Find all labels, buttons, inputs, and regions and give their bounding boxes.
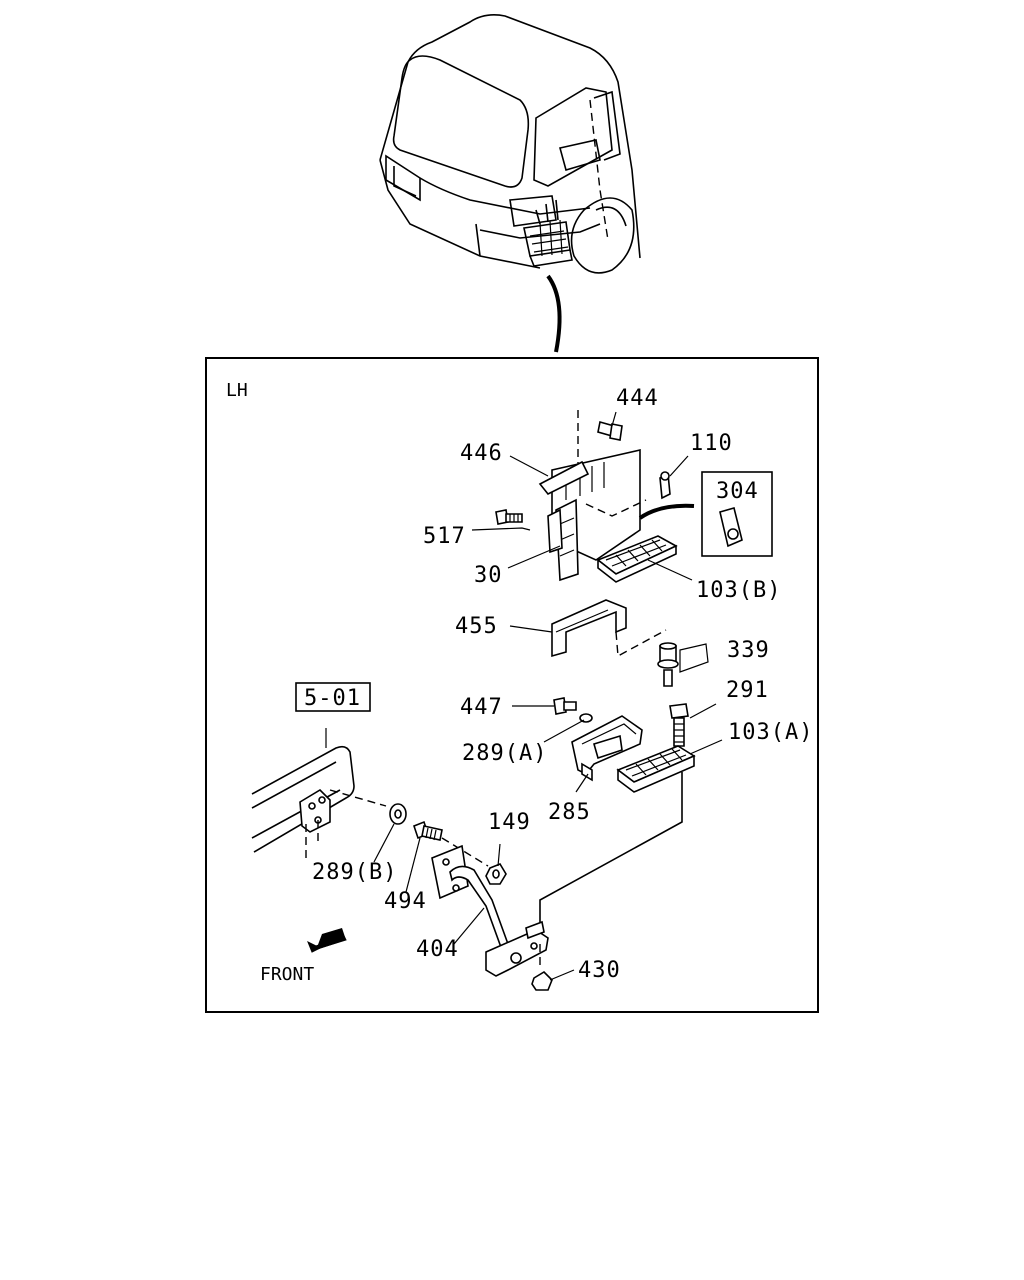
ref-box-label: 5-01 — [304, 686, 361, 711]
bolt-517 — [495, 509, 523, 525]
callout-291: 291 — [726, 678, 769, 703]
callout-446: 446 — [460, 441, 503, 466]
bolt-494 — [413, 820, 443, 841]
clip-inset: 304 — [638, 471, 773, 557]
callout-103a: 103(A) — [728, 720, 813, 745]
frame-rail: 5-01 — [251, 682, 387, 860]
step-assembly-thumbnail — [523, 199, 573, 267]
detail-frame — [205, 357, 819, 1013]
truck-cab-overview — [379, 14, 641, 353]
callout-289a: 289(A) — [462, 741, 547, 766]
lower-step-tread — [539, 745, 696, 938]
support-stay-404 — [431, 844, 549, 977]
callout-103b: 103(B) — [696, 578, 781, 603]
upper-step-bracket — [538, 410, 647, 582]
callout-289b: 289(B) — [312, 860, 397, 885]
callout-447: 447 — [460, 695, 503, 720]
callout-455: 455 — [455, 614, 498, 639]
callout-404: 404 — [416, 937, 459, 962]
ref-box — [295, 682, 371, 712]
leader-lines — [373, 411, 723, 981]
nut-430 — [531, 944, 553, 991]
callout-149: 149 — [488, 810, 531, 835]
bolt-291 — [669, 703, 689, 747]
callout-494: 494 — [384, 889, 427, 914]
inset-label: 304 — [716, 479, 759, 504]
nut-149 — [441, 837, 507, 885]
grommet-339 — [657, 642, 679, 687]
bolt-447 — [553, 697, 577, 715]
callout-430: 430 — [578, 958, 621, 983]
bolt-444 — [597, 420, 623, 441]
step-hanger-455 — [551, 599, 667, 658]
callout-285: 285 — [548, 800, 591, 825]
callout-444: 444 — [616, 386, 659, 411]
lower-step-bracket-285 — [571, 715, 643, 782]
callout-30: 30 — [474, 563, 503, 588]
front-label: FRONT — [260, 964, 314, 985]
view-label: LH — [226, 380, 248, 401]
washer-289b — [389, 803, 407, 825]
detail-leader — [546, 274, 562, 353]
front-arrow-icon — [307, 928, 347, 953]
callout-labels: 444 446 110 517 30 103(B) 455 339 291 44… — [312, 386, 813, 983]
callout-339: 339 — [727, 638, 770, 663]
callout-517: 517 — [423, 524, 466, 549]
callout-110: 110 — [690, 431, 733, 456]
upper-step-tread — [596, 535, 678, 583]
bolt-110 — [659, 471, 671, 500]
